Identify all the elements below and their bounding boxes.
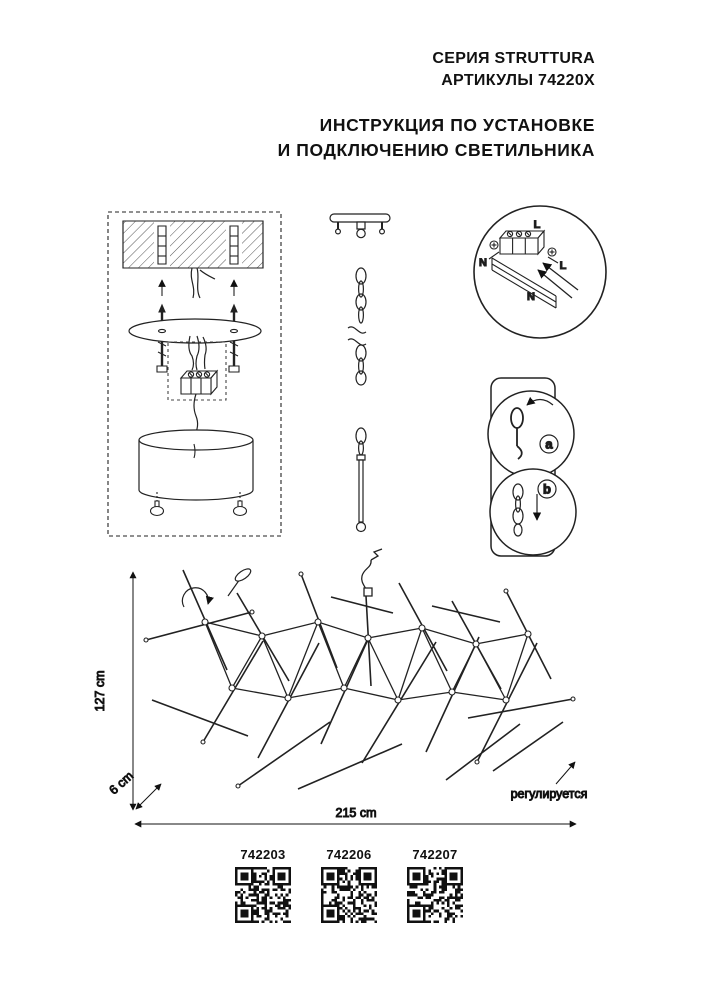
height-dimension-label: 127 cm (93, 671, 107, 712)
suspension-parts-diagram (330, 214, 390, 532)
joints (144, 572, 575, 788)
option-a-circle (488, 391, 574, 477)
option-a-label: a (545, 437, 553, 452)
option-b-badge (538, 480, 556, 498)
wires-detail (537, 262, 578, 298)
label-leader (489, 252, 499, 259)
qr-code (407, 867, 463, 923)
instruction-title-line1: ИНСТРУКЦИЯ ПО УСТАНОВКЕ (319, 115, 595, 135)
canopy-plate (129, 319, 261, 343)
chain-icon (513, 484, 523, 536)
canopy-cylinder (139, 430, 253, 500)
ceiling-bracket (330, 214, 390, 238)
suspension-chain-lower (356, 345, 366, 385)
label-n-left: N (479, 257, 487, 269)
rods (146, 570, 573, 789)
anchor-dowel-icon (158, 226, 238, 264)
suspension-rod (356, 428, 366, 532)
option-a-badge (540, 435, 558, 453)
width-dimension-label: 215 cm (336, 806, 377, 820)
article-742206: 742206 (318, 847, 380, 923)
rotate-arrow-icon (526, 396, 553, 406)
qr-code (235, 867, 291, 923)
polarity-symbols (490, 241, 556, 256)
article-qr-row: 742203 742206 742207 (232, 847, 466, 923)
mounting-options-callout: a b (488, 378, 576, 556)
option-b-label: b (543, 482, 551, 497)
suspension-chain (356, 268, 366, 323)
ceiling-mount-diagram (108, 212, 281, 536)
width-dimension: 215 cm (134, 806, 577, 828)
rotation-arrow-icon (182, 567, 252, 607)
adjustable-label: регулируется (511, 787, 588, 801)
plate-wires (189, 336, 206, 370)
chandelier-drawing (144, 549, 575, 789)
hook-icon (511, 408, 523, 459)
mounting-rail (492, 258, 556, 308)
label-n-bottom: N (527, 291, 535, 303)
power-cord (362, 549, 382, 596)
series-title: СЕРИЯ STRUTTURA (432, 50, 595, 67)
qr-code (321, 867, 377, 923)
adjustable-annotation: регулируется (510, 761, 588, 802)
article-code: 742207 (412, 847, 458, 862)
article-code: 742203 (240, 847, 286, 862)
option-b-circle (490, 469, 576, 555)
article-742207: 742207 (404, 847, 466, 923)
ceiling-slab (123, 221, 263, 268)
screw-up-arrows (158, 279, 238, 296)
dashed-boundary (108, 212, 281, 536)
wiring-callout: L N L N (474, 206, 606, 338)
height-dimension: 127 cm (93, 571, 137, 811)
article-code: 742206 (326, 847, 372, 862)
label-l-right: L (560, 260, 567, 272)
ceiling-wires (191, 268, 215, 298)
end-caps (151, 492, 247, 516)
frame-mesh (205, 622, 528, 700)
instruction-title-line2: И ПОДКЛЮЧЕНИЮ СВЕТИЛЬНИКА (277, 140, 595, 160)
depth-dimension-label: 6 cm (107, 769, 137, 798)
depth-dimension: 6 cm (106, 768, 162, 810)
label-leader (548, 257, 558, 263)
label-l-top: L (534, 219, 541, 231)
terminal-block (168, 342, 226, 400)
series-articles: АРТИКУЛЫ 74220X (441, 72, 595, 89)
article-742203: 742203 (232, 847, 294, 923)
dimensions: 127 cm 215 cm 6 cm регулируется (93, 571, 588, 828)
header: СЕРИЯ STRUTTURA АРТИКУЛЫ 74220X ИНСТРУКЦ… (278, 48, 595, 163)
chain-break-icon (348, 327, 366, 345)
terminal-block-detail (500, 231, 544, 254)
